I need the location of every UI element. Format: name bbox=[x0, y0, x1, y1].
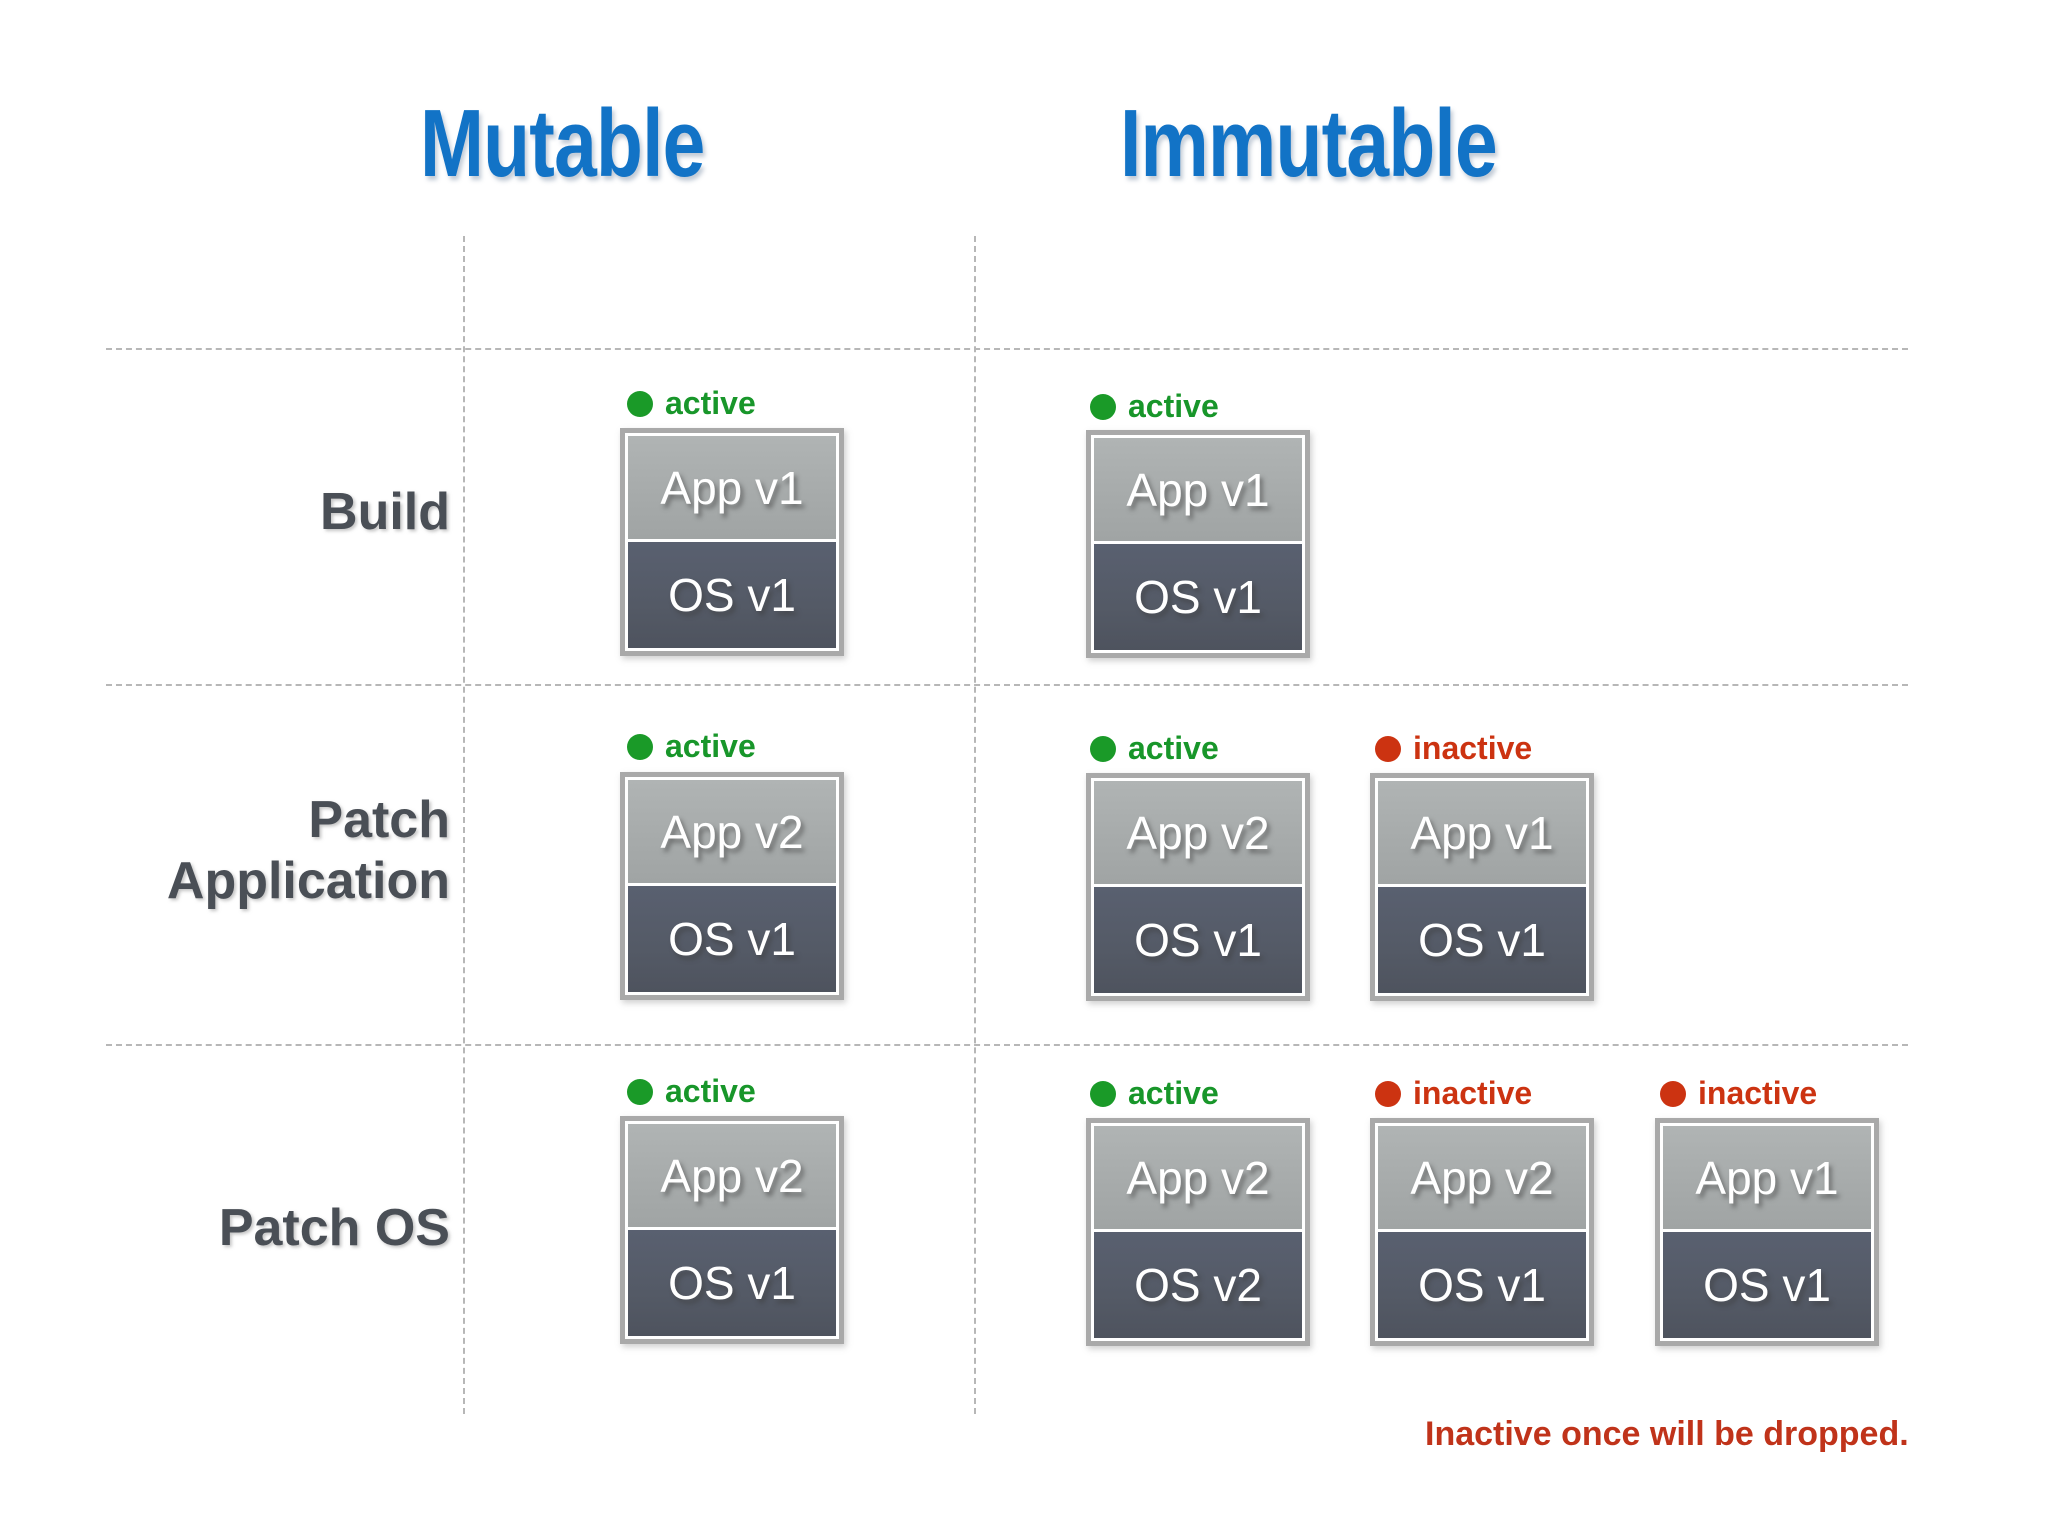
status-badge-patch-application-immutable-2: inactive bbox=[1375, 730, 1532, 767]
status-label: active bbox=[1128, 388, 1219, 424]
status-label: active bbox=[1128, 1075, 1219, 1111]
row-label-patch-application-line2: Application bbox=[166, 852, 450, 911]
stack-layer-os: OS v1 bbox=[628, 886, 836, 992]
stack-layer-app: App v1 bbox=[1663, 1126, 1871, 1232]
grid-line-horizontal-bottom bbox=[106, 1044, 1908, 1046]
status-dot-green-icon bbox=[627, 1078, 653, 1105]
stack-build-immutable-1[interactable]: App v1 OS v1 bbox=[1086, 430, 1310, 658]
stack-layer-os: OS v1 bbox=[1094, 887, 1302, 993]
stack-layer-os: OS v1 bbox=[1094, 544, 1302, 650]
stack-layer-app: App v1 bbox=[628, 436, 836, 542]
row-label-patch-application-line1: Patch bbox=[308, 791, 450, 849]
column-header-immutable: Immutable bbox=[1120, 90, 1498, 197]
stack-patch-os-mutable-1[interactable]: App v2 OS v1 bbox=[620, 1116, 844, 1344]
grid-line-vertical-right bbox=[974, 236, 976, 1414]
grid-line-horizontal-middle bbox=[106, 684, 1908, 686]
status-dot-red-icon bbox=[1375, 735, 1401, 762]
status-dot-green-icon bbox=[1090, 1080, 1116, 1107]
stack-patch-application-mutable-1[interactable]: App v2 OS v1 bbox=[620, 772, 844, 1000]
stack-patch-application-immutable-2[interactable]: App v1 OS v1 bbox=[1370, 773, 1594, 1001]
stack-layer-os: OS v1 bbox=[1378, 887, 1586, 993]
stack-layer-os: OS v1 bbox=[628, 1230, 836, 1336]
status-dot-red-icon bbox=[1375, 1080, 1401, 1107]
stack-layer-app: App v2 bbox=[1378, 1126, 1586, 1232]
stack-build-mutable-1[interactable]: App v1 OS v1 bbox=[620, 428, 844, 656]
status-badge-patch-os-immutable-3: inactive bbox=[1660, 1075, 1817, 1112]
footnote-inactive-dropped: Inactive once will be dropped. bbox=[1425, 1415, 1909, 1453]
status-badge-patch-application-immutable-1: active bbox=[1090, 730, 1219, 767]
status-label: active bbox=[665, 1073, 756, 1109]
status-dot-green-icon bbox=[627, 733, 653, 760]
status-dot-green-icon bbox=[1090, 393, 1116, 420]
stack-layer-app: App v2 bbox=[628, 780, 836, 886]
stack-layer-app: App v1 bbox=[1094, 438, 1302, 544]
status-label: active bbox=[665, 385, 756, 421]
stack-patch-os-immutable-3[interactable]: App v1 OS v1 bbox=[1655, 1118, 1879, 1346]
stack-layer-app: App v2 bbox=[628, 1124, 836, 1230]
status-badge-build-mutable-1: active bbox=[627, 385, 756, 422]
status-dot-green-icon bbox=[627, 390, 653, 417]
stack-layer-app: App v2 bbox=[1094, 1126, 1302, 1232]
status-badge-patch-application-mutable-1: active bbox=[627, 728, 756, 765]
status-label: active bbox=[1128, 730, 1219, 766]
stack-layer-app: App v1 bbox=[1378, 781, 1586, 887]
stack-layer-os: OS v2 bbox=[1094, 1232, 1302, 1338]
stack-layer-os: OS v1 bbox=[1663, 1232, 1871, 1338]
stack-patch-application-immutable-1[interactable]: App v2 OS v1 bbox=[1086, 773, 1310, 1001]
grid-line-vertical-left bbox=[463, 236, 465, 1414]
status-label: inactive bbox=[1698, 1075, 1818, 1111]
status-dot-green-icon bbox=[1090, 735, 1116, 762]
status-badge-patch-os-immutable-2: inactive bbox=[1375, 1075, 1532, 1112]
stack-patch-os-immutable-1[interactable]: App v2 OS v2 bbox=[1086, 1118, 1310, 1346]
row-label-build: Build bbox=[320, 483, 450, 541]
row-label-patch-application: Patch Application bbox=[20, 790, 450, 913]
status-badge-patch-os-mutable-1: active bbox=[627, 1073, 756, 1110]
column-header-mutable: Mutable bbox=[420, 90, 705, 197]
status-label: active bbox=[665, 728, 756, 764]
grid-line-horizontal-top bbox=[106, 348, 1908, 350]
status-label: inactive bbox=[1413, 1075, 1533, 1111]
status-badge-build-immutable-1: active bbox=[1090, 388, 1219, 425]
status-dot-red-icon bbox=[1660, 1080, 1686, 1107]
status-badge-patch-os-immutable-1: active bbox=[1090, 1075, 1219, 1112]
stack-patch-os-immutable-2[interactable]: App v2 OS v1 bbox=[1370, 1118, 1594, 1346]
row-label-patch-os: Patch OS bbox=[218, 1199, 450, 1257]
status-label: inactive bbox=[1413, 730, 1533, 766]
stack-layer-os: OS v1 bbox=[1378, 1232, 1586, 1338]
stack-layer-app: App v2 bbox=[1094, 781, 1302, 887]
stack-layer-os: OS v1 bbox=[628, 542, 836, 648]
